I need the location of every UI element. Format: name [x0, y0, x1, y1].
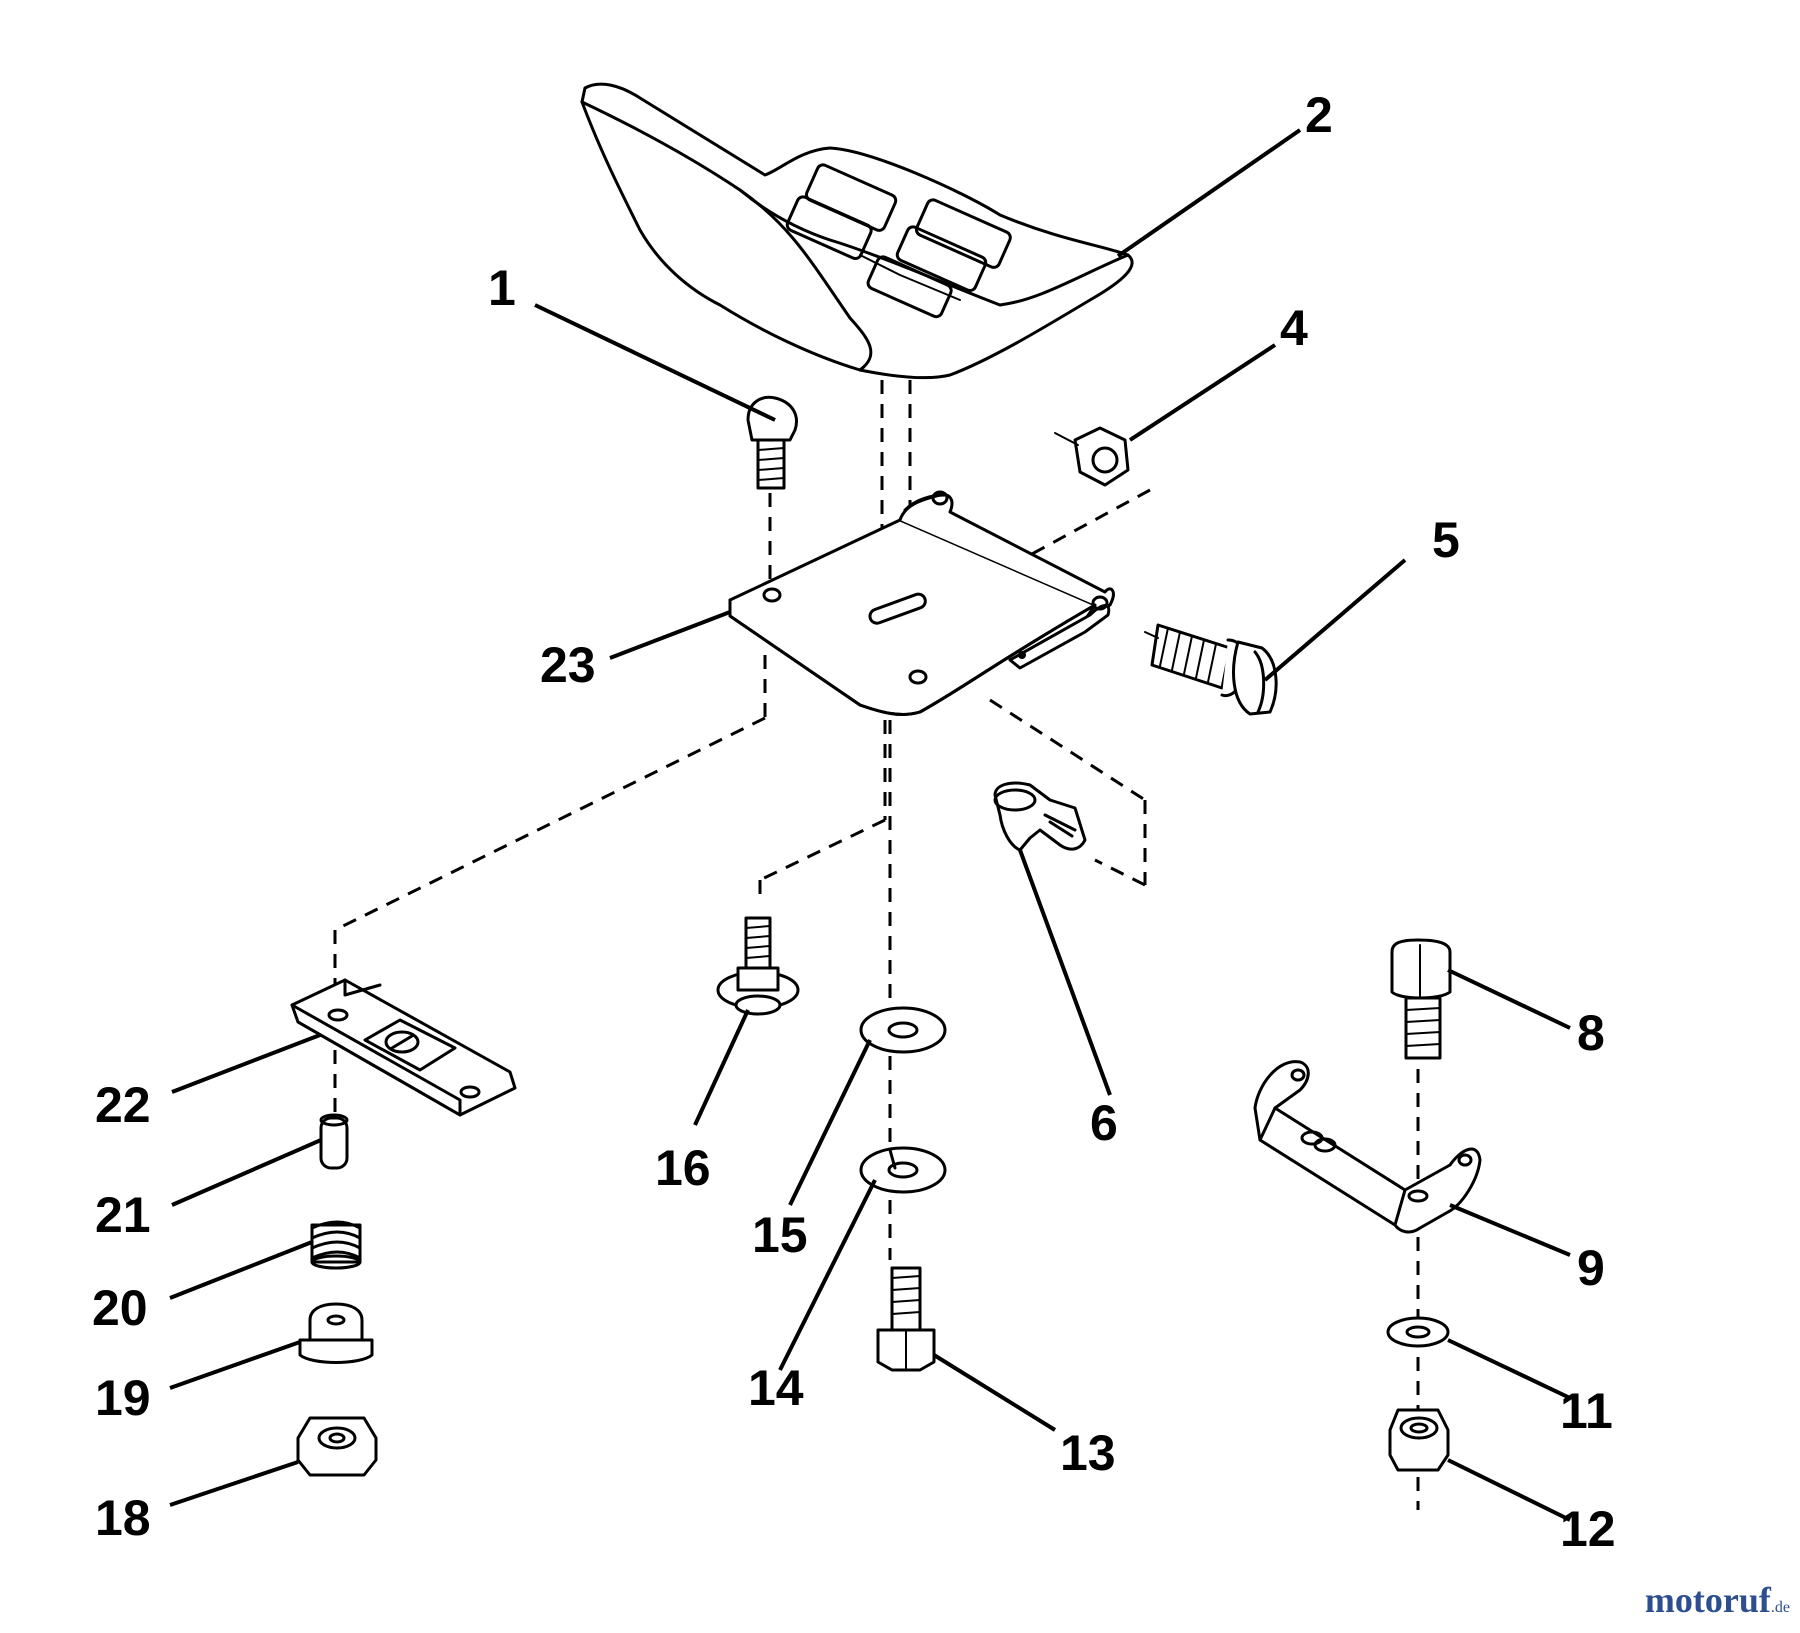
leader-lines — [169, 128, 1571, 1522]
callout-6: 6 — [1090, 1095, 1118, 1151]
callout-13: 13 — [1060, 1425, 1116, 1481]
callout-19: 19 — [95, 1370, 151, 1426]
callout-15: 15 — [752, 1207, 808, 1263]
callout-8: 8 — [1577, 1005, 1605, 1061]
flange-nut-part — [296, 1416, 378, 1477]
callout-1: 1 — [488, 260, 516, 316]
callout-labels: 2 1 4 5 23 6 8 9 11 12 13 14 15 16 18 19… — [92, 87, 1616, 1557]
flat-washer-part — [859, 1006, 947, 1054]
watermark-brand: motoruf — [1644, 1580, 1771, 1620]
callout-4: 4 — [1280, 300, 1308, 356]
callout-23: 23 — [540, 637, 596, 693]
pin-part — [319, 1113, 349, 1170]
callout-11: 11 — [1560, 1383, 1613, 1439]
hex-nut-part — [1054, 426, 1130, 487]
callout-9: 9 — [1577, 1240, 1605, 1296]
flange-bolt-part — [1144, 623, 1278, 716]
carriage-bolt-part — [746, 395, 798, 490]
seat-plate-part — [728, 490, 1115, 716]
callout-20: 20 — [92, 1280, 148, 1336]
washer-11-part — [1386, 1316, 1450, 1348]
bracket-part — [1253, 1060, 1482, 1234]
lock-nut-part — [1388, 1408, 1450, 1472]
hex-bolt-13-part — [876, 1266, 936, 1372]
callout-14: 14 — [748, 1360, 804, 1416]
bushing-nut-part — [298, 1302, 374, 1364]
callout-2: 2 — [1305, 87, 1333, 143]
slide-plate-part — [290, 978, 517, 1117]
lock-washer-part — [859, 1146, 947, 1194]
spring-part — [310, 1220, 362, 1270]
callout-21: 21 — [95, 1187, 151, 1243]
callout-18: 18 — [95, 1490, 151, 1546]
shoulder-bolt-part — [716, 916, 800, 1016]
callout-12: 12 — [1560, 1501, 1616, 1557]
callout-22: 22 — [95, 1077, 151, 1133]
watermark-logo: motoruf.de — [1645, 1579, 1790, 1621]
callout-5: 5 — [1432, 512, 1460, 568]
hex-bolt-8-part — [1390, 938, 1452, 1060]
watermark-tld: .de — [1770, 1599, 1790, 1616]
clip-part — [993, 781, 1087, 852]
seat-part — [580, 82, 1134, 380]
callout-16: 16 — [655, 1140, 711, 1196]
